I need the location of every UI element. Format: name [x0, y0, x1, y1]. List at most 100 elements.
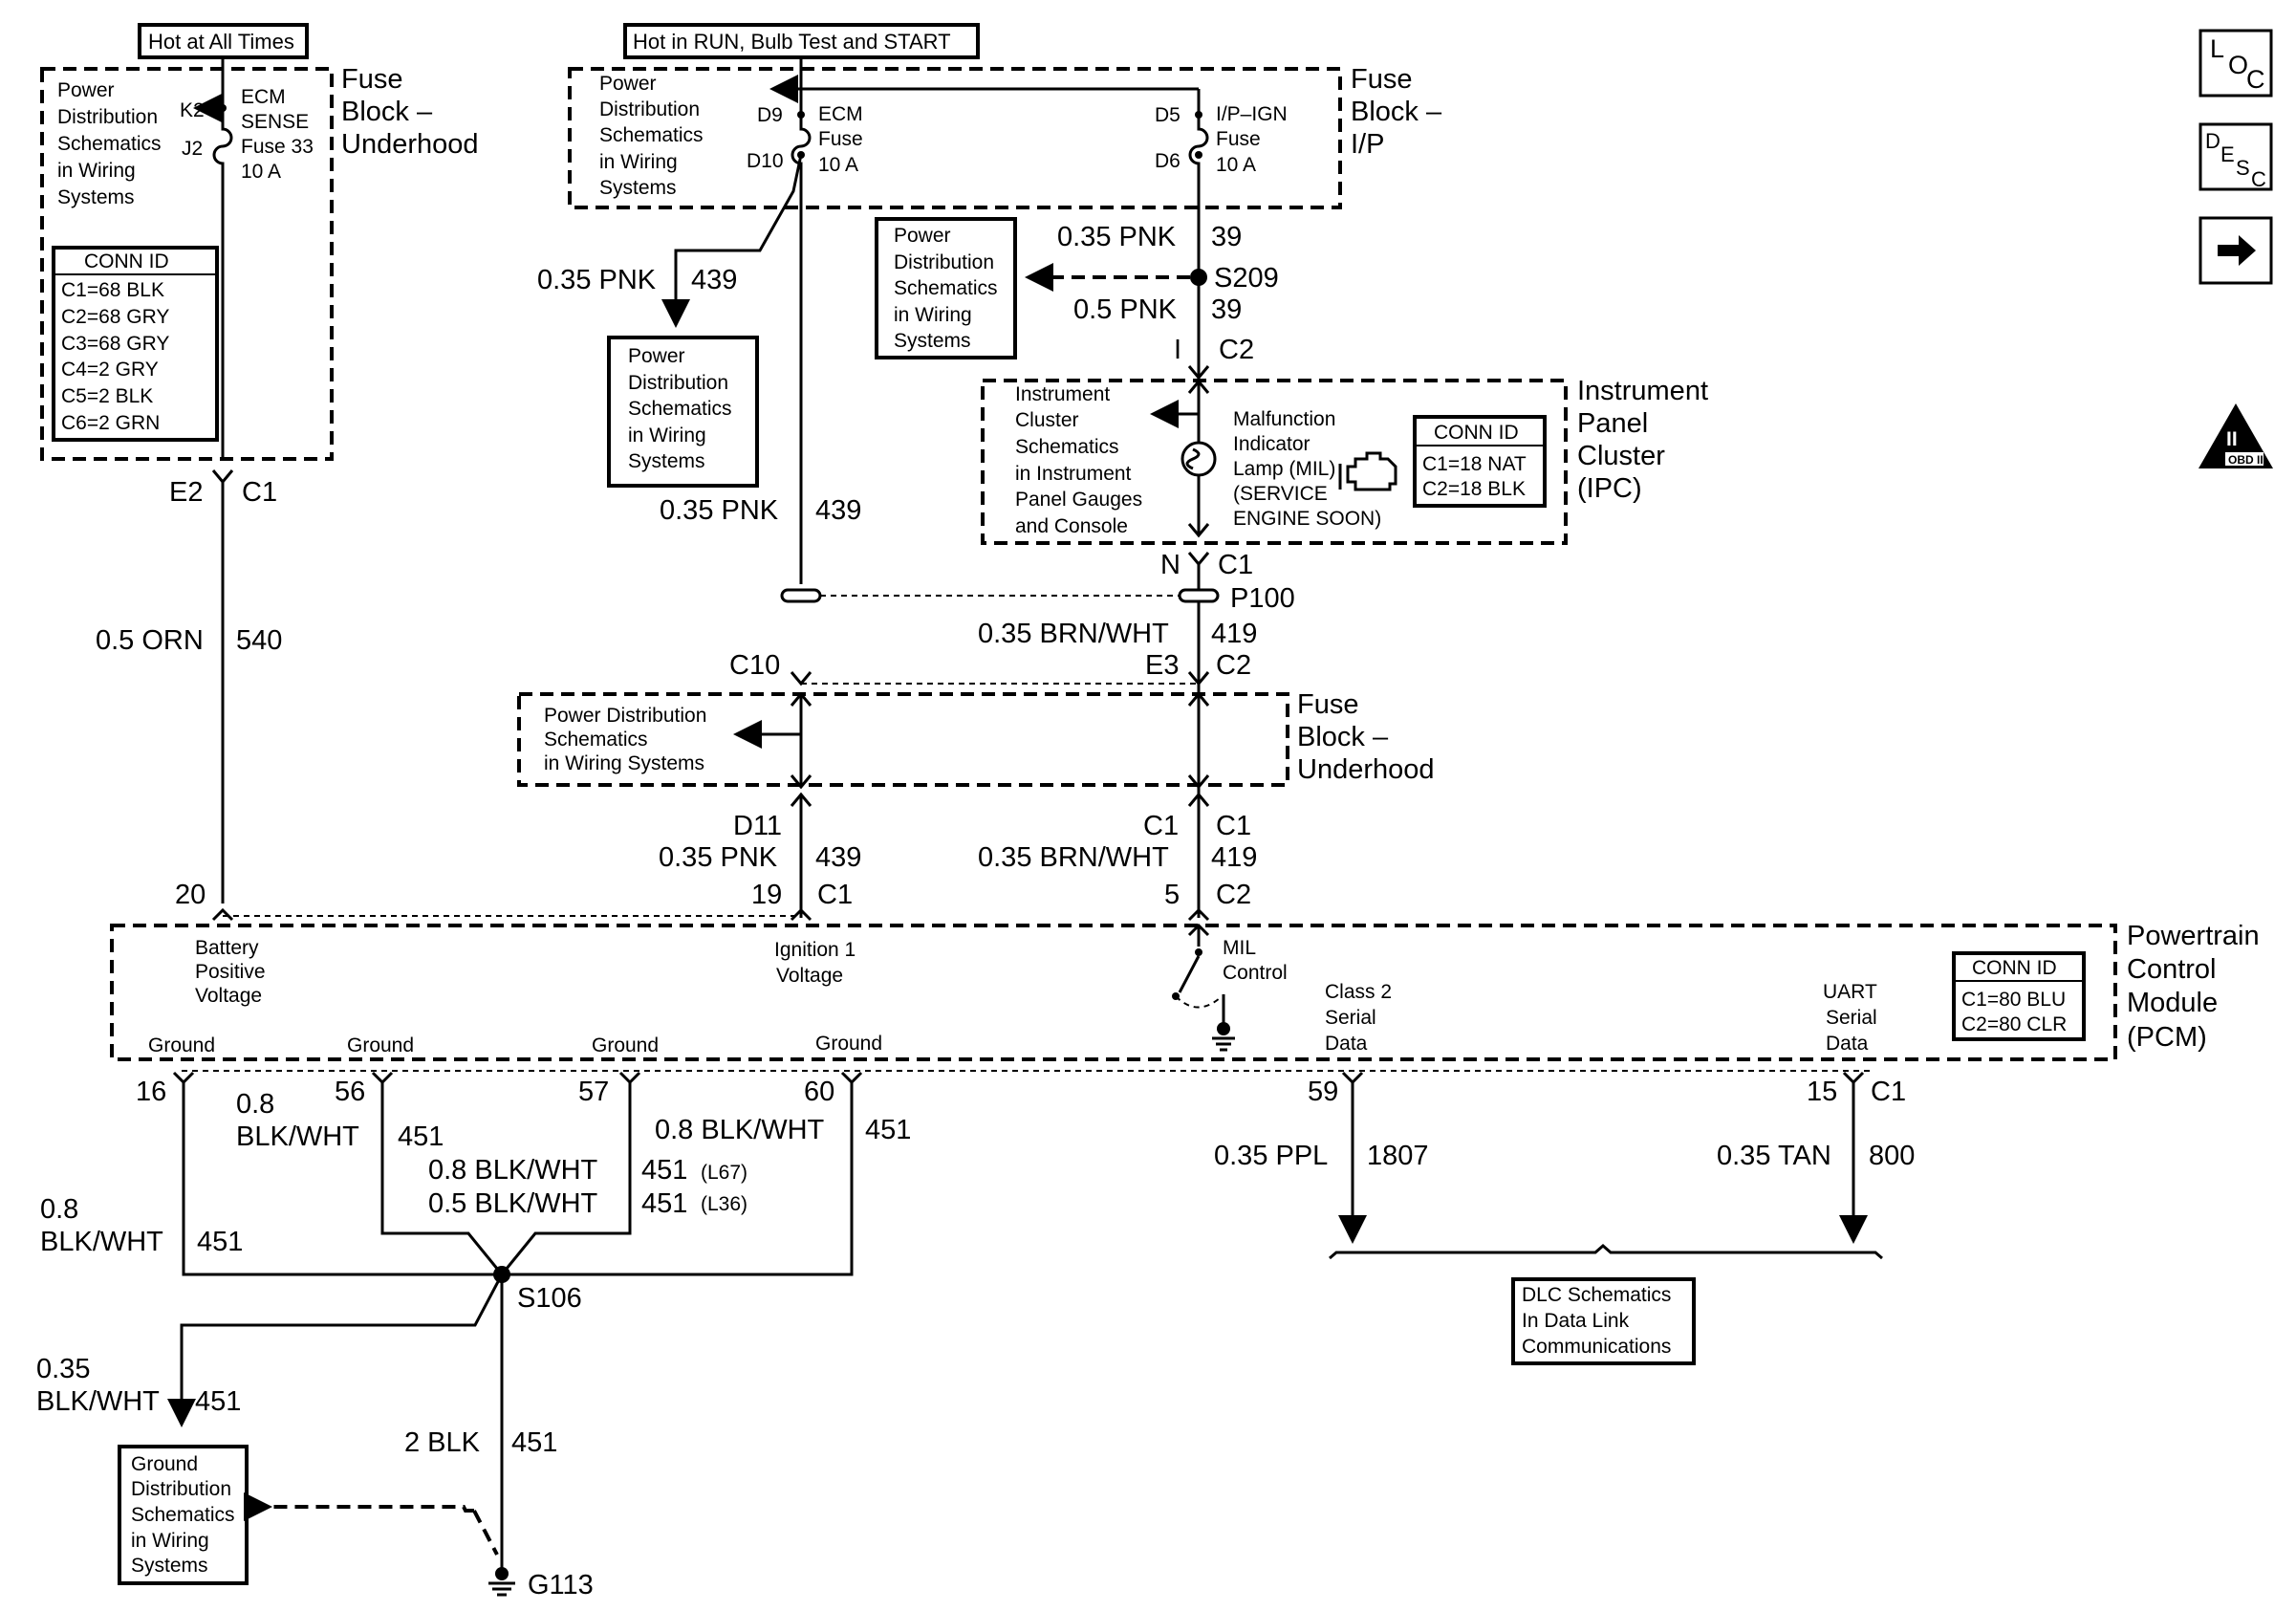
- svg-text:in Wiring: in Wiring: [131, 1530, 209, 1552]
- wire-451f-label: 0.35 BLK/WHT: [36, 1354, 160, 1417]
- svg-text:Panel Gauges: Panel Gauges: [1015, 489, 1142, 511]
- wire-451d-circuit: 451: [641, 1155, 687, 1186]
- ipc-title: Instrument Panel Cluster (IPC): [1577, 376, 1708, 504]
- svg-text:OBD II: OBD II: [2228, 453, 2264, 467]
- wire-451f: [167, 1274, 504, 1427]
- svg-text:Class 2: Class 2: [1325, 981, 1392, 1003]
- svg-text:Lamp (MIL): Lamp (MIL): [1233, 458, 1335, 480]
- svg-text:C: C: [2251, 167, 2266, 191]
- ignition-1-voltage-label: Ignition 1 Voltage: [774, 939, 856, 987]
- conn-id-ipc: [1413, 415, 1547, 508]
- splice-s209: [1190, 269, 1207, 286]
- svg-text:Systems: Systems: [628, 450, 705, 472]
- svg-text:Schematics: Schematics: [1015, 436, 1119, 458]
- instrument-panel-cluster: [981, 379, 1568, 545]
- ipc-c2-pin: I: [1174, 335, 1181, 365]
- fuse-block-ip-title-1: Fuse: [1351, 64, 1412, 95]
- d6-label: D6: [1155, 150, 1180, 172]
- svg-text:Distribution: Distribution: [131, 1478, 231, 1500]
- fuse-block-underhood-left: [40, 67, 334, 461]
- pin-5-c2: C2: [1216, 880, 1251, 910]
- svg-text:Communications: Communications: [1522, 1336, 1671, 1358]
- svg-text:ECM: ECM: [818, 103, 863, 125]
- svg-text:Instrument: Instrument: [1577, 376, 1708, 406]
- svg-text:Module: Module: [2127, 988, 2218, 1018]
- conn-id-pcm: [1952, 951, 2086, 1041]
- wire-451b-label: 0.8 BLK/WHT: [236, 1089, 359, 1152]
- svg-text:ECM: ECM: [241, 86, 286, 108]
- loc-icon[interactable]: L O C: [2199, 29, 2273, 98]
- svg-text:0.8: 0.8: [236, 1089, 274, 1120]
- svg-text:and Console: and Console: [1015, 515, 1128, 537]
- svg-text:(PCM): (PCM): [2127, 1022, 2207, 1053]
- svg-text:D: D: [2205, 129, 2220, 153]
- ecm-fuse-label: ECM Fuse 10 A: [818, 103, 863, 176]
- wire-540-circuit: 540: [236, 625, 282, 656]
- svg-text:Schematics: Schematics: [628, 398, 732, 420]
- mil-lamp-icon: [1180, 441, 1217, 477]
- svg-text:Ground: Ground: [131, 1453, 198, 1475]
- c10-label: C10: [729, 650, 780, 681]
- pds-reference-middle: Power Distribution Schematics in Wiring …: [544, 705, 706, 774]
- svg-text:Fuse: Fuse: [1216, 128, 1261, 150]
- ecm-sense-fuse-label: ECM SENSE Fuse 33 10 A: [241, 86, 314, 183]
- d11-label: D11: [733, 811, 782, 841]
- wire-439c-color: 0.35 PNK: [659, 842, 778, 873]
- svg-text:Schematics: Schematics: [57, 133, 162, 155]
- wire-39b-color: 0.5 PNK: [1073, 294, 1178, 325]
- svg-text:0.35: 0.35: [36, 1354, 90, 1384]
- ground-label-60: Ground: [815, 1033, 882, 1055]
- desc-icon[interactable]: D E S C: [2199, 122, 2273, 191]
- wire-1807-color: 0.35 PPL: [1214, 1141, 1328, 1171]
- pin-19-c1: C1: [817, 880, 853, 910]
- next-arrow-icon[interactable]: [2199, 216, 2273, 285]
- svg-text:Positive: Positive: [195, 961, 266, 983]
- conn-id-pcm-c1: C1=80 BLU: [1961, 989, 2066, 1011]
- svg-text:Voltage: Voltage: [776, 965, 843, 987]
- wire-439-color: 0.35 PNK: [660, 495, 779, 526]
- n-c1-label: C1: [1218, 550, 1253, 580]
- pin-59: 59: [1308, 1077, 1338, 1107]
- wire-451d-color: 0.8 BLK/WHT: [428, 1155, 598, 1186]
- pcm-title: Powertrain Control Module (PCM): [2127, 921, 2260, 1053]
- wire-2blk-circuit: 451: [511, 1427, 557, 1458]
- svg-text:C5=2 BLK: C5=2 BLK: [61, 385, 153, 407]
- ground-label-16: Ground: [148, 1034, 215, 1056]
- fuse-block-ip-title-2: Block –: [1351, 97, 1442, 127]
- wire-419a-color: 0.35 BRN/WHT: [978, 619, 1169, 649]
- svg-text:C2=68 GRY: C2=68 GRY: [61, 306, 169, 328]
- svg-text:in Wiring: in Wiring: [57, 160, 136, 182]
- svg-text:Power Distribution: Power Distribution: [544, 705, 706, 727]
- svg-text:(SERVICE: (SERVICE: [1233, 483, 1328, 505]
- ip-ign-fuse-label: I/P–IGN Fuse 10 A: [1216, 103, 1288, 176]
- d9-label: D9: [757, 104, 783, 126]
- wire-800-color: 0.35 TAN: [1717, 1141, 1831, 1171]
- dlc-schematics-text: DLC Schematics In Data Link Communicatio…: [1522, 1284, 1671, 1358]
- svg-text:MIL: MIL: [1223, 937, 1256, 959]
- obd-ii-icon: II OBD II: [2199, 403, 2273, 468]
- pds-reference-left: Power Distribution Schematics in Wiring …: [57, 79, 162, 208]
- svg-text:Data: Data: [1826, 1033, 1869, 1055]
- svg-text:Malfunction: Malfunction: [1233, 408, 1335, 430]
- uart-serial-data-label: UART Serial Data: [1823, 981, 1877, 1055]
- svg-text:BLK/WHT: BLK/WHT: [236, 1121, 359, 1152]
- svg-text:Instrument: Instrument: [1015, 383, 1110, 405]
- svg-text:Power: Power: [894, 225, 951, 247]
- svg-text:In Data Link: In Data Link: [1522, 1310, 1630, 1332]
- fuse-block-ip: [568, 67, 1342, 209]
- pds-box-439-text: Power Distribution Schematics in Wiring …: [628, 345, 732, 472]
- wire-39a-circuit: 39: [1211, 222, 1242, 252]
- dlc-schematics-box: [1511, 1277, 1696, 1365]
- pin-15-c1: C1: [1871, 1077, 1906, 1107]
- svg-text:in Wiring Systems: in Wiring Systems: [544, 752, 704, 774]
- svg-text:Distribution: Distribution: [894, 251, 994, 273]
- svg-text:(IPC): (IPC): [1577, 473, 1642, 504]
- ground-g113-icon: [488, 1567, 515, 1597]
- wire-419b-circuit: 419: [1211, 842, 1257, 873]
- connector-e2: [211, 469, 234, 485]
- hot-at-all-times-label: Hot at All Times: [148, 30, 294, 54]
- c1-d11-right: C1: [1143, 811, 1179, 841]
- svg-text:Control: Control: [2127, 954, 2217, 985]
- svg-text:Ignition 1: Ignition 1: [774, 939, 856, 961]
